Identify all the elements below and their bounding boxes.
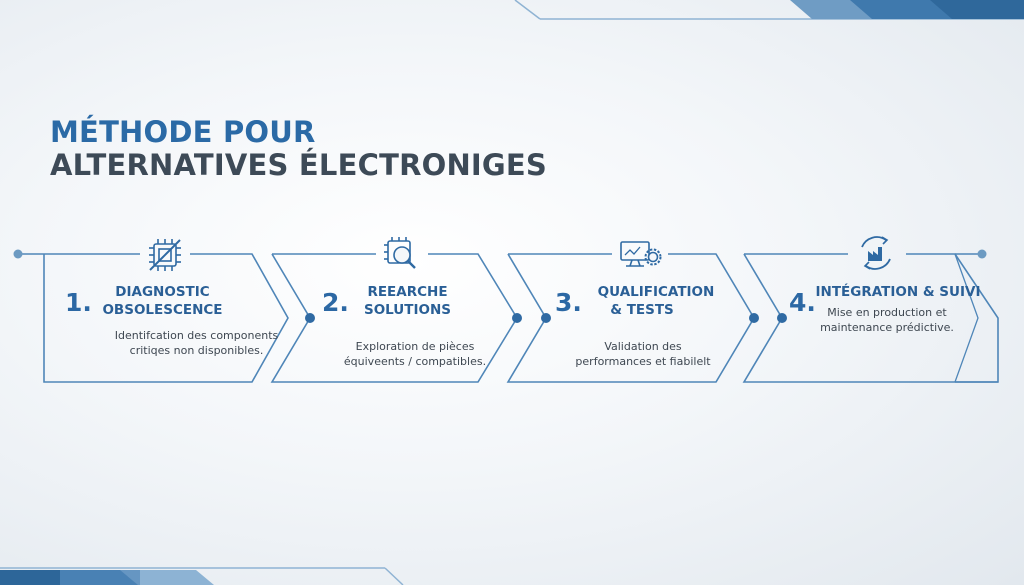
factory-cycle-icon bbox=[861, 236, 891, 270]
step-1-title-line-1: DIAGNOSTIC bbox=[115, 284, 210, 300]
step-1-number: 1. bbox=[65, 288, 92, 317]
step-3-title: QUALIFICATION & TESTS bbox=[590, 283, 722, 319]
step-2-description: Exploration de pièces équiveents / compa… bbox=[335, 339, 495, 369]
step-1-title-line-2: OBSOLESCENCE bbox=[102, 302, 223, 318]
step-2-title: REEARCHE SOLUTIONS bbox=[350, 283, 465, 319]
step-1-desc-line-1: Identifcation des components bbox=[114, 329, 279, 342]
step-4-title: INTÉGRATION & SUIVI bbox=[814, 283, 982, 301]
step-4-desc-line-2: maintenance prédictive. bbox=[820, 321, 954, 334]
step-2-title-line-1: REEARCHE bbox=[367, 284, 448, 300]
step-1-chevron bbox=[43, 253, 289, 383]
step-2-number: 2. bbox=[322, 288, 349, 317]
step-2-desc-line-2: équiveents / compatibles. bbox=[343, 355, 487, 368]
page-title-line-2: ALTERNATIVES ÉLECTRONIGES bbox=[50, 148, 548, 182]
step-3-title-line-1: QUALIFICATION bbox=[597, 284, 715, 300]
top-right-decoration bbox=[514, 0, 1024, 20]
step-1-description: Identifcation des components critiqes no… bbox=[104, 328, 289, 358]
timeline-connector bbox=[13, 249, 987, 259]
step-3-desc-line-2: performances et fiabilelt bbox=[575, 355, 711, 368]
step-1-title: DIAGNOSTIC OBSOLESCENCE bbox=[100, 283, 225, 319]
step-2-title-line-2: SOLUTIONS bbox=[363, 302, 451, 318]
step-4-desc-line-1: Mise en production et bbox=[827, 306, 947, 319]
step-1-desc-line-2: critiqes non disponibles. bbox=[129, 344, 264, 357]
chip-magnifier-icon bbox=[384, 237, 416, 269]
bottom-left-decoration bbox=[0, 567, 404, 585]
step-3-number: 3. bbox=[555, 288, 582, 317]
step-connector-dots bbox=[305, 313, 787, 323]
step-4-description: Mise en production et maintenance prédic… bbox=[812, 305, 962, 335]
step-2-desc-line-1: Exploration de pièces bbox=[355, 340, 475, 353]
page-title-line-1: MÉTHODE POUR bbox=[50, 115, 316, 149]
step-4-number: 4. bbox=[789, 288, 816, 317]
step-3-desc-line-1: Validation des bbox=[604, 340, 682, 353]
step-4-title-line-1: INTÉGRATION & SUIVI bbox=[815, 284, 981, 300]
microchip-icon bbox=[149, 239, 181, 271]
monitor-gear-icon bbox=[620, 241, 662, 267]
step-3-title-line-2: & TESTS bbox=[610, 302, 674, 318]
step-3-description: Validation des performances et fiabilelt bbox=[568, 339, 718, 369]
